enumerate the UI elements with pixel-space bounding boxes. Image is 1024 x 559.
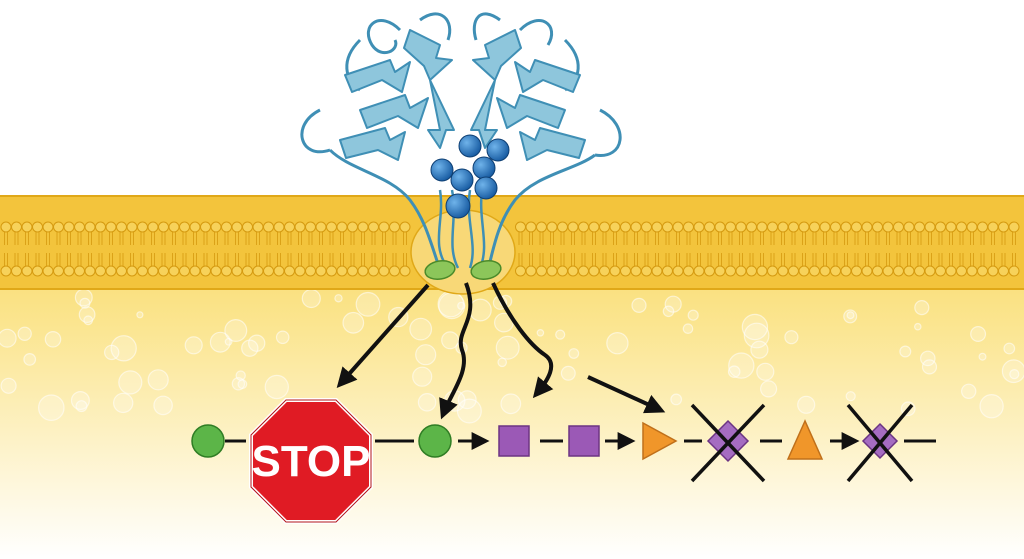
lipid-heads-outer [0,221,1020,245]
stop-sign-label: STOP [251,437,370,486]
purple-square-2 [568,425,600,457]
green-node-2 [418,424,452,458]
orange-triangle-1 [642,421,678,461]
blocked-diamond-2 [846,403,914,483]
green-node-1 [191,424,225,458]
cytoplasm-bubbles [0,288,1024,424]
orange-triangle-2 [786,419,824,460]
cross-out-icon [846,403,914,483]
stop-sign-icon: STOP [249,398,373,524]
lipid-heads-inner [0,253,1020,277]
signal-arrows [336,282,666,420]
receptor-protein-icon [300,12,622,271]
blocked-diamond-1 [690,403,766,483]
intracellular-domain-right [470,260,502,280]
cross-out-icon [690,403,766,483]
ligand-cluster-icon [430,134,510,219]
intracellular-domain-left [424,260,456,280]
purple-square-1 [498,425,530,457]
cell-membrane [0,195,1024,295]
